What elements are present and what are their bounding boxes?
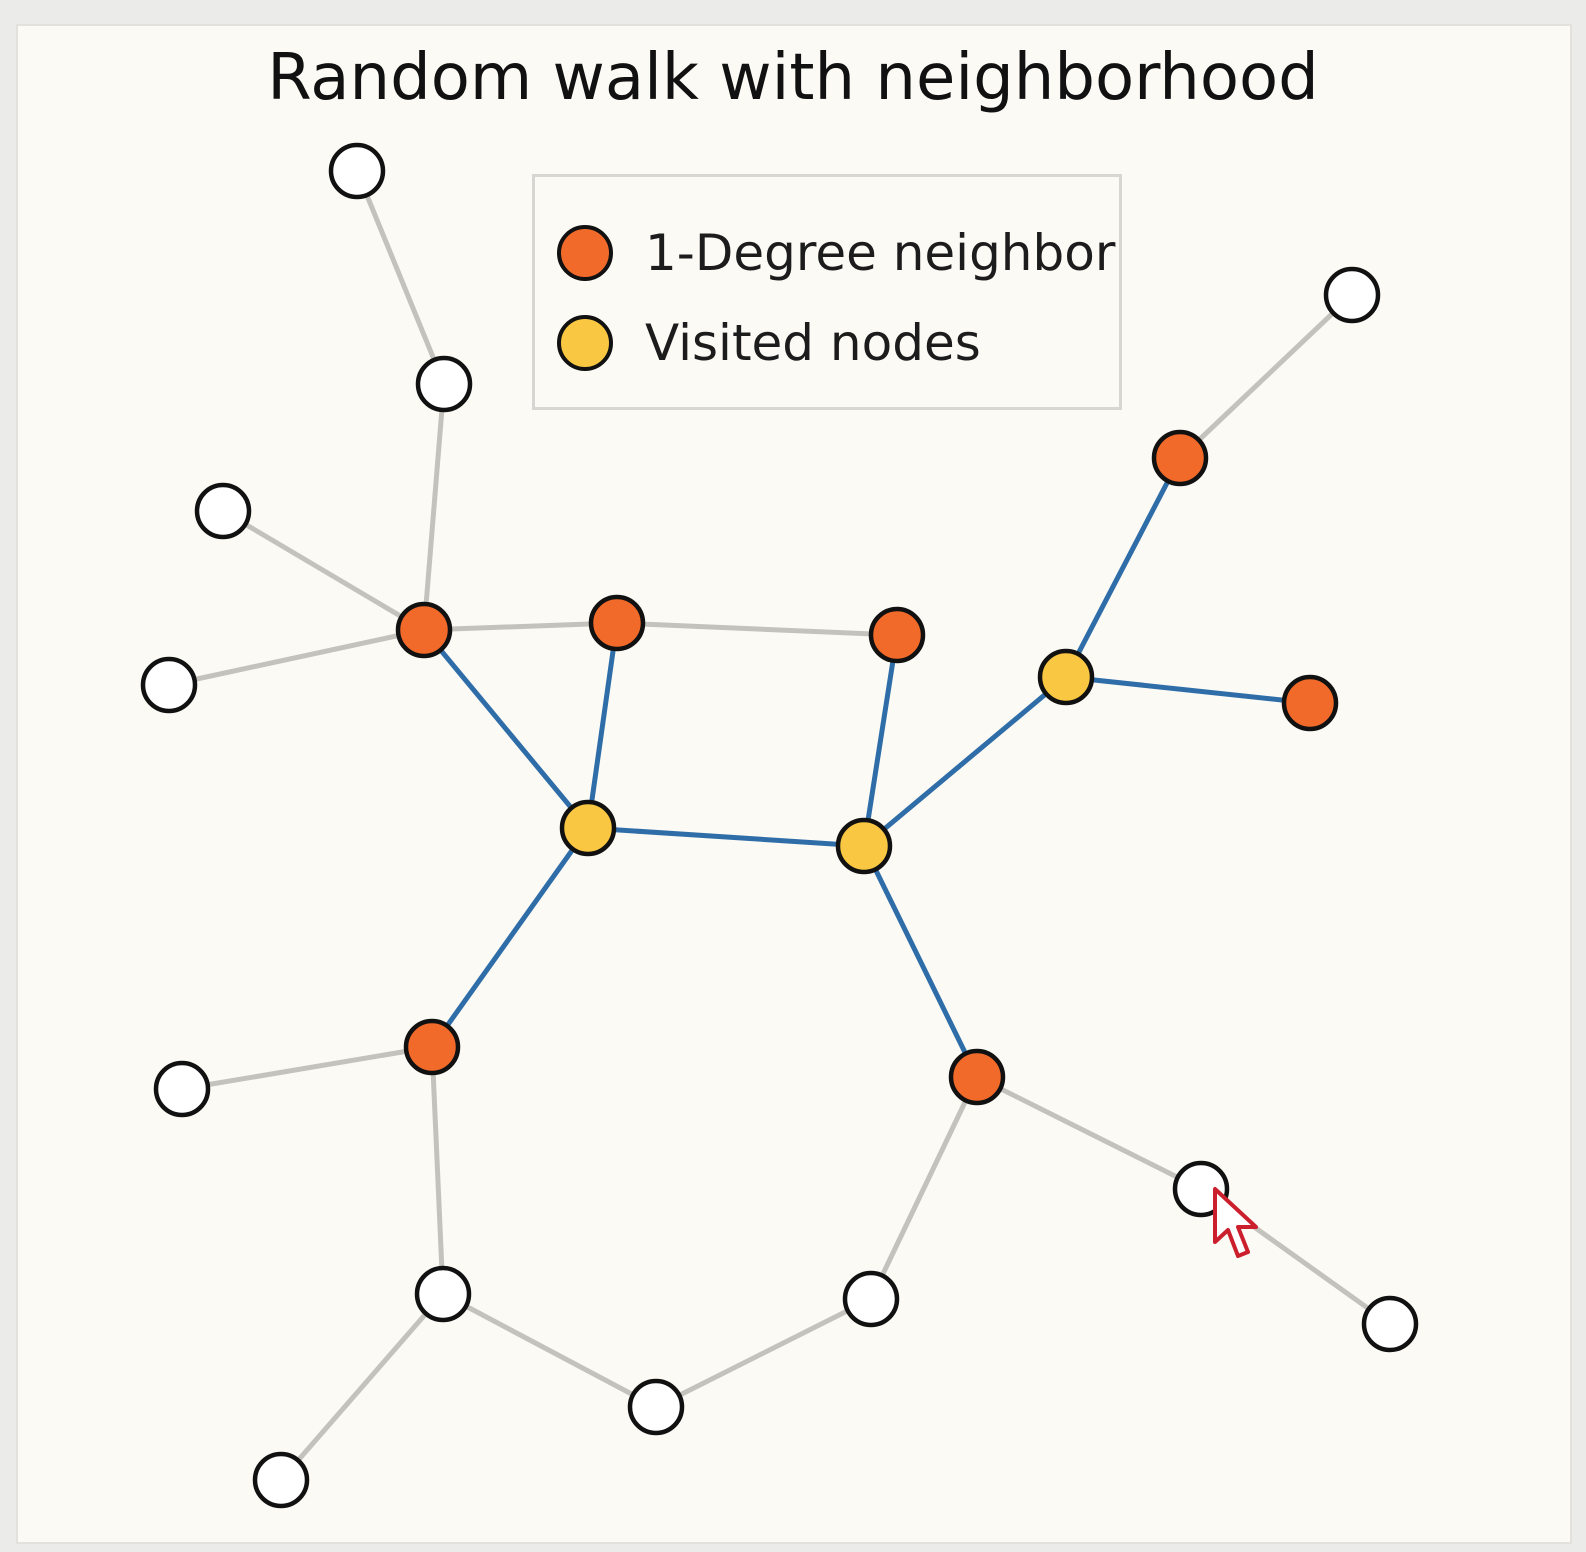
- node-n19-other: [627, 1378, 685, 1436]
- node-n4-other: [140, 656, 198, 714]
- node-n17-other: [414, 1265, 472, 1323]
- node-n3-other: [194, 482, 252, 540]
- edge-n14-n17: [429, 1044, 446, 1297]
- node-n13-other: [1323, 266, 1381, 324]
- node-n1-other: [328, 142, 386, 200]
- edge-n1-n2: [354, 168, 447, 387]
- node-n10-visited: [1037, 648, 1095, 706]
- edge-n17-n19: [440, 1291, 659, 1410]
- node-n22-other: [1361, 1295, 1419, 1353]
- node-n9-visited: [835, 817, 893, 875]
- edge-n5-n8: [421, 627, 591, 831]
- edge-n9-n15: [861, 843, 980, 1080]
- node-n12-neighbor: [1281, 674, 1339, 732]
- legend-swatch-visited: [557, 315, 613, 371]
- edge-n6-n7: [614, 620, 900, 638]
- node-n16-other: [153, 1060, 211, 1118]
- edge-n10-n11: [1063, 455, 1183, 680]
- node-n14-neighbor: [403, 1018, 461, 1076]
- legend: 1-Degree neighbor Visited nodes: [532, 174, 1122, 410]
- legend-label-neighbor: 1-Degree neighbor: [645, 224, 1116, 282]
- edge-n5-n6: [421, 620, 620, 633]
- legend-label-visited: Visited nodes: [645, 314, 981, 372]
- legend-item-neighbor: 1-Degree neighbor: [557, 221, 1115, 285]
- edge-n15-n20: [868, 1074, 980, 1302]
- edge-n6-n8: [585, 620, 620, 831]
- node-n20-other: [842, 1270, 900, 1328]
- node-n8-visited: [559, 799, 617, 857]
- graph-nodes: [140, 142, 1419, 1509]
- node-n7-neighbor: [868, 606, 926, 664]
- node-n15-neighbor: [948, 1048, 1006, 1106]
- legend-swatch-neighbor: [557, 225, 613, 281]
- edge-n9-n10: [861, 674, 1069, 849]
- node-n6-neighbor: [588, 594, 646, 652]
- mouse-pointer-icon: [1213, 1187, 1258, 1258]
- edge-n8-n9: [585, 825, 867, 849]
- graph-edges: [166, 168, 1393, 1483]
- edge-n8-n14: [429, 825, 591, 1050]
- node-n11-neighbor: [1151, 429, 1209, 487]
- edge-n14-n16: [179, 1044, 435, 1092]
- edge-n11-n13: [1177, 292, 1355, 461]
- diagram-title: Random walk with neighborhood: [267, 41, 1319, 115]
- edge-n4-n5: [166, 627, 427, 688]
- edge-n17-n18: [278, 1291, 446, 1483]
- edge-n19-n20: [653, 1296, 874, 1410]
- edge-n7-n9: [861, 632, 900, 849]
- node-n2-other: [415, 355, 473, 413]
- edge-n3-n5: [220, 508, 427, 633]
- node-n5-neighbor: [395, 601, 453, 659]
- edge-n10-n12: [1063, 674, 1313, 706]
- edge-n15-n21: [974, 1074, 1204, 1192]
- legend-item-visited: Visited nodes: [557, 311, 981, 375]
- node-n18-other: [252, 1451, 310, 1509]
- edge-n2-n5: [421, 381, 447, 633]
